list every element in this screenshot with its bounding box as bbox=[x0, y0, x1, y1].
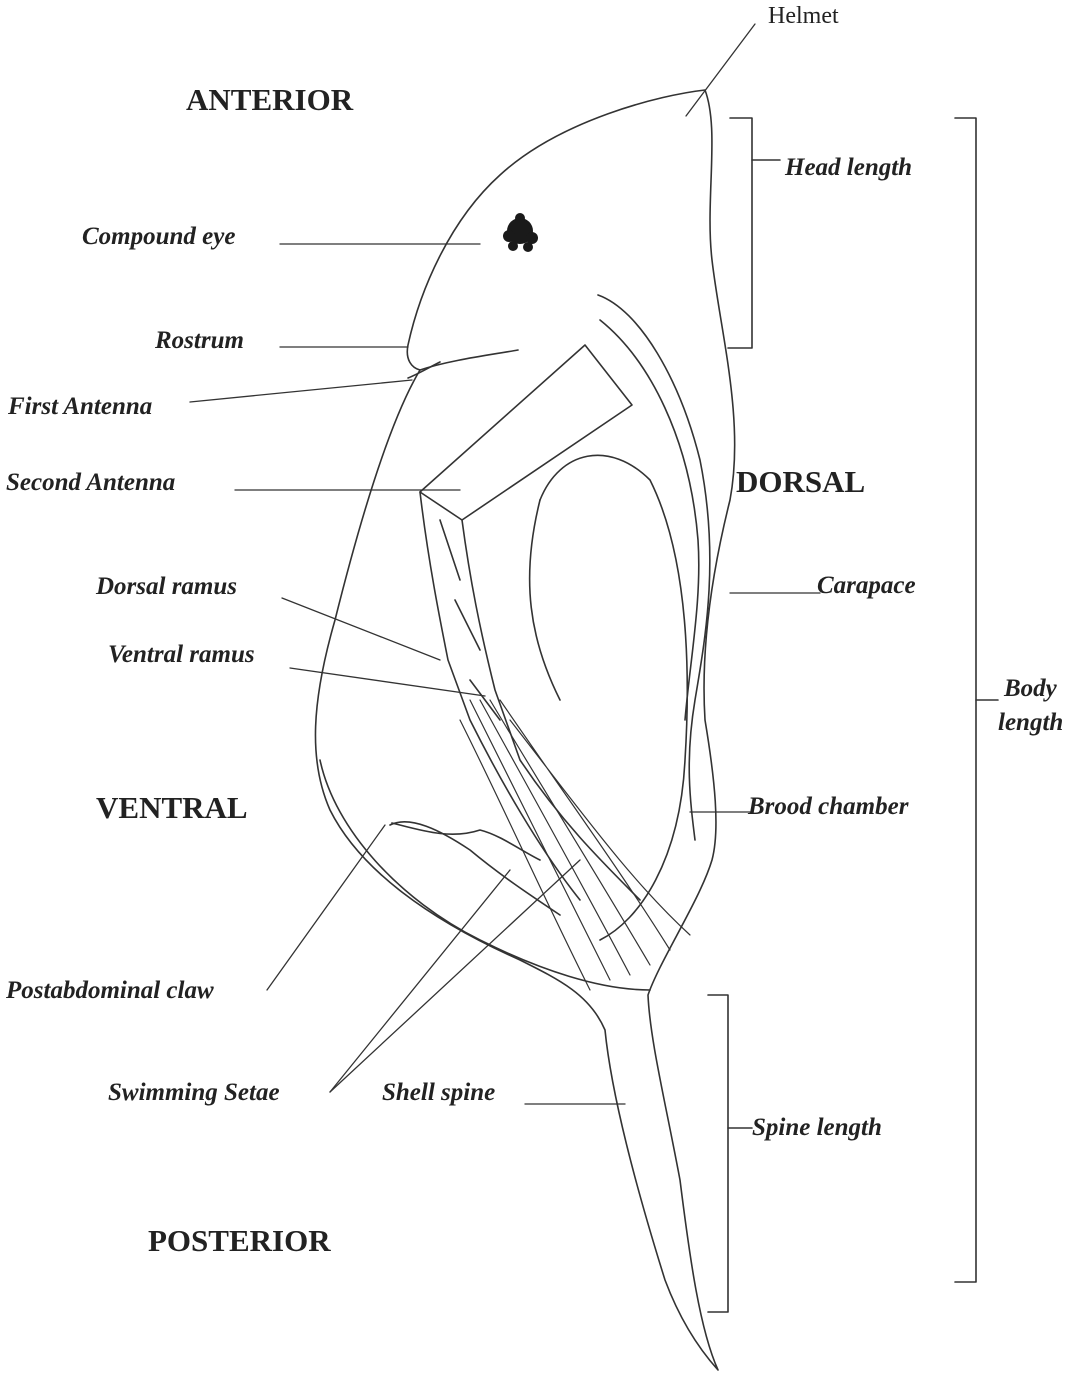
postabdominal-claw-label: Postabdominal claw bbox=[6, 978, 214, 1003]
spine-length-label: Spine length bbox=[752, 1115, 882, 1140]
body-length-label-line1: Body bbox=[1004, 676, 1057, 701]
first-antenna-shape bbox=[408, 362, 440, 378]
posterior-label: POSTERIOR bbox=[148, 1225, 331, 1256]
ventral-label: VENTRAL bbox=[96, 792, 248, 823]
head-length-bracket bbox=[728, 118, 752, 348]
carapace-label: Carapace bbox=[817, 573, 916, 598]
dorsal-ramus-label: Dorsal ramus bbox=[96, 574, 237, 599]
second-antenna-base bbox=[420, 345, 632, 520]
anterior-label: ANTERIOR bbox=[186, 84, 353, 115]
brood-chamber-label: Brood chamber bbox=[748, 794, 908, 819]
ventral-ramus-shape bbox=[462, 520, 640, 900]
compound-eye-label: Compound eye bbox=[82, 224, 235, 249]
carapace-inner-line bbox=[598, 295, 710, 840]
spine-length-bracket bbox=[708, 995, 728, 1312]
leader-lines bbox=[190, 24, 820, 1104]
body-outline bbox=[315, 90, 734, 1370]
helmet-label: Helmet bbox=[768, 4, 839, 28]
first-antenna-label: First Antenna bbox=[8, 394, 152, 419]
body-length-label-line2: length bbox=[998, 710, 1063, 735]
swimming-setae-label: Swimming Setae bbox=[108, 1080, 280, 1105]
body-length-bracket bbox=[955, 118, 976, 1282]
postabdominal-claw-shape bbox=[392, 823, 540, 860]
carapace-inner-line-2 bbox=[600, 320, 699, 720]
second-antenna-label: Second Antenna bbox=[6, 470, 175, 495]
shell-spine-label: Shell spine bbox=[382, 1080, 495, 1105]
dorsal-label: DORSAL bbox=[736, 466, 865, 497]
brood-chamber-outline bbox=[540, 455, 687, 940]
rostrum-edge bbox=[420, 350, 518, 370]
head-length-label: Head length bbox=[785, 155, 912, 180]
compound-eye-shape bbox=[503, 213, 538, 252]
rostrum-label: Rostrum bbox=[155, 328, 244, 353]
ventral-ramus-label: Ventral ramus bbox=[108, 642, 255, 667]
